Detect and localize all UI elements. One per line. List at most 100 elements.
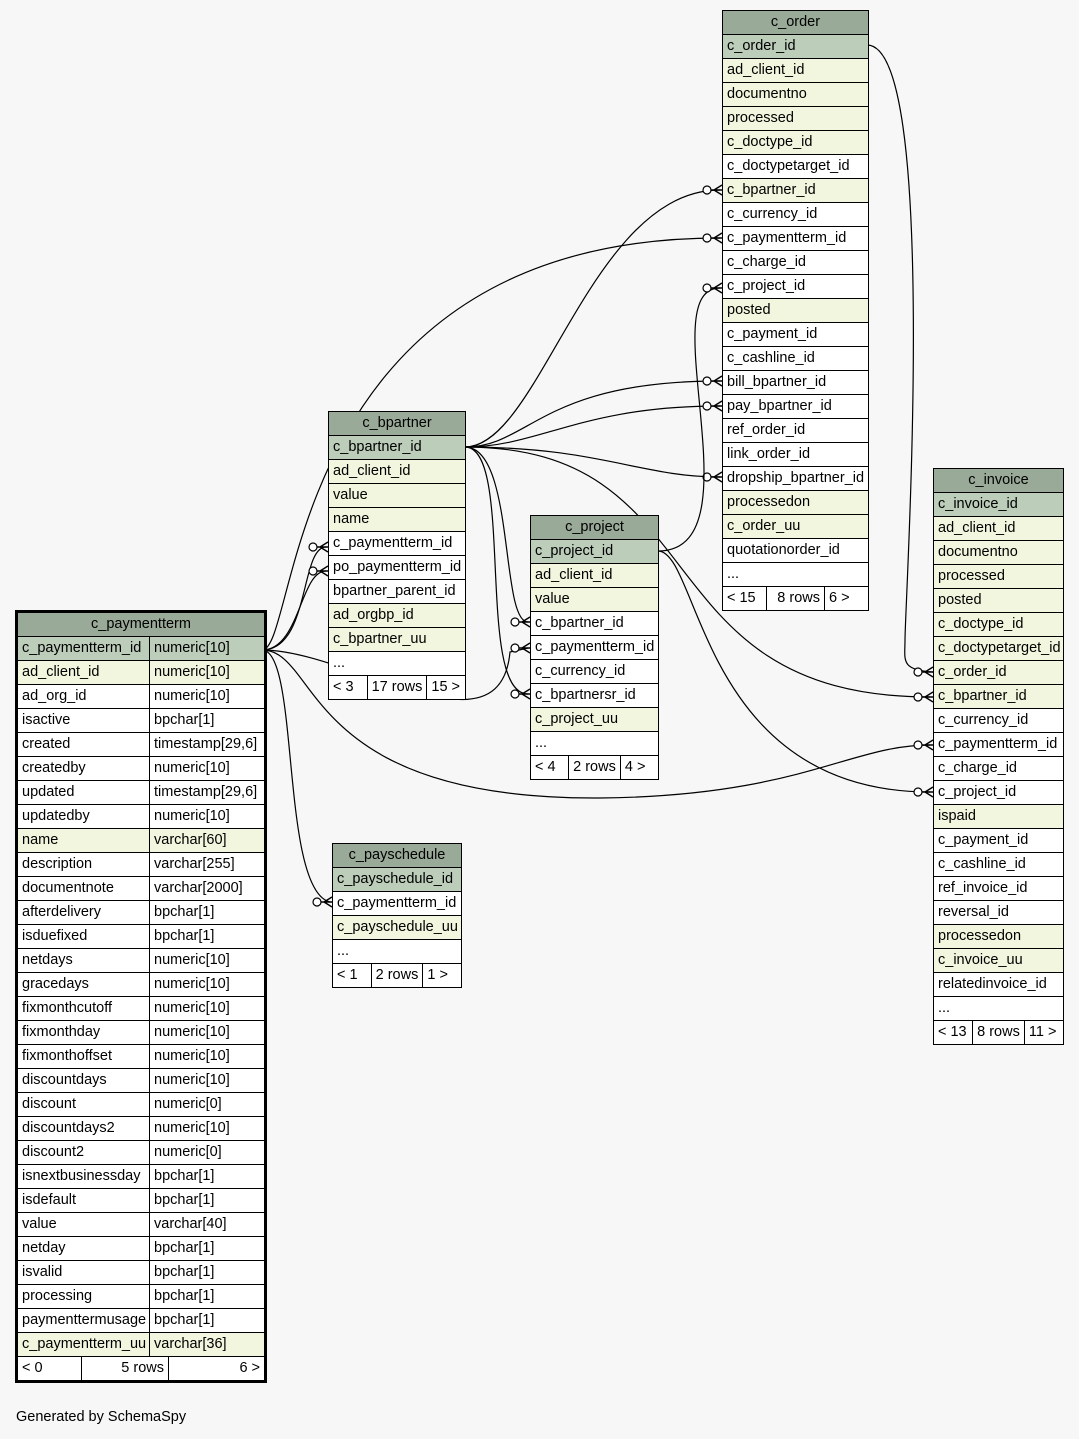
- row-count[interactable]: 2 rows: [370, 964, 423, 987]
- table-row-c-paymentterm-id[interactable]: c_paymentterm_id: [934, 733, 1063, 757]
- table-row-ad-client-id[interactable]: ad_client_id: [531, 564, 658, 588]
- parents-count[interactable]: < 1: [337, 967, 358, 983]
- parents-count[interactable]: < 15: [727, 590, 756, 606]
- table-row-more[interactable]: ...: [723, 563, 868, 587]
- table-row-c-paymentterm-id[interactable]: c_paymentterm_id: [531, 636, 658, 660]
- table-row-c-project-uu[interactable]: c_project_uu: [531, 708, 658, 732]
- table-row-c-project-id[interactable]: c_project_id: [934, 781, 1063, 805]
- table-row-more[interactable]: ...: [329, 652, 465, 676]
- row-count[interactable]: 2 rows: [568, 756, 620, 779]
- table-row-c-bpartnersr-id[interactable]: c_bpartnersr_id: [531, 684, 658, 708]
- parents-count[interactable]: < 3: [333, 679, 354, 695]
- table-row-c-bpartner-uu[interactable]: c_bpartner_uu: [329, 628, 465, 652]
- table-row-quotationorder-id[interactable]: quotationorder_id: [723, 539, 868, 563]
- table-row-c-paymentterm-id[interactable]: c_paymentterm_id: [333, 892, 461, 916]
- table-row-c-currency-id[interactable]: c_currency_id: [723, 203, 868, 227]
- table-row-c-bpartner-id[interactable]: c_bpartner_id: [934, 685, 1063, 709]
- table-row-c-project-id[interactable]: c_project_id: [531, 540, 658, 564]
- table-row-posted[interactable]: posted: [723, 299, 868, 323]
- children-count[interactable]: 4 >: [619, 756, 658, 779]
- table-row-c-order-id[interactable]: c_order_id: [723, 35, 868, 59]
- table-row-link-order-id[interactable]: link_order_id: [723, 443, 868, 467]
- table-row-processed[interactable]: processed: [723, 107, 868, 131]
- row-count[interactable]: 5 rows: [81, 1357, 168, 1380]
- table-row-c-doctype-id[interactable]: c_doctype_id: [934, 613, 1063, 637]
- table-row-c-payment-id[interactable]: c_payment_id: [934, 829, 1063, 853]
- table-row-c-cashline-id[interactable]: c_cashline_id: [723, 347, 868, 371]
- table-row-value[interactable]: value: [531, 588, 658, 612]
- table-row-documentno[interactable]: documentno: [934, 541, 1063, 565]
- table-row-c-bpartner-id[interactable]: c_bpartner_id: [329, 436, 465, 460]
- table-row-c-doctypetarget-id[interactable]: c_doctypetarget_id: [723, 155, 868, 179]
- table-row-c-bpartner-id[interactable]: c_bpartner_id: [723, 179, 868, 203]
- row-count[interactable]: 8 rows: [972, 1021, 1024, 1044]
- table-row-c-charge-id[interactable]: c_charge_id: [934, 757, 1063, 781]
- table-row-name[interactable]: name: [329, 508, 465, 532]
- row-count[interactable]: 8 rows: [766, 587, 824, 610]
- table-row-ad-client-id[interactable]: ad_client_id: [329, 460, 465, 484]
- parents-count[interactable]: < 0: [22, 1360, 43, 1376]
- table-row-c-order-uu[interactable]: c_order_uu: [723, 515, 868, 539]
- table-row-c-doctypetarget-id[interactable]: c_doctypetarget_id: [934, 637, 1063, 661]
- table-row-dropship-bpartner-id[interactable]: dropship_bpartner_id: [723, 467, 868, 491]
- table-row-pay-bpartner-id[interactable]: pay_bpartner_id: [723, 395, 868, 419]
- table-row-ispaid[interactable]: ispaid: [934, 805, 1063, 829]
- table-row-po-paymentterm-id[interactable]: po_paymentterm_id: [329, 556, 465, 580]
- table-row-ref-order-id[interactable]: ref_order_id: [723, 419, 868, 443]
- table-row-c-payschedule-uu[interactable]: c_payschedule_uu: [333, 916, 461, 940]
- table-row-ad-client-id[interactable]: ad_client_id: [723, 59, 868, 83]
- row-count[interactable]: 17 rows: [366, 676, 427, 699]
- table-row-relatedinvoice-id[interactable]: relatedinvoice_id: [934, 973, 1063, 997]
- table-row-c-payschedule-id[interactable]: c_payschedule_id: [333, 868, 461, 892]
- table-row-processed[interactable]: processed: [934, 565, 1063, 589]
- table-row-c-cashline-id[interactable]: c_cashline_id: [934, 853, 1063, 877]
- table-row-c-payment-id[interactable]: c_payment_id: [723, 323, 868, 347]
- table-row-bpartner-parent-id[interactable]: bpartner_parent_id: [329, 580, 465, 604]
- table-row-c-charge-id[interactable]: c_charge_id: [723, 251, 868, 275]
- table-row-c-doctype-id[interactable]: c_doctype_id: [723, 131, 868, 155]
- children-count[interactable]: 6 >: [168, 1357, 264, 1380]
- table-row-value[interactable]: value: [329, 484, 465, 508]
- table-row-processedon[interactable]: processedon: [934, 925, 1063, 949]
- children-count[interactable]: 1 >: [422, 964, 461, 987]
- table-row-posted[interactable]: posted: [934, 589, 1063, 613]
- table-row-c-order-id[interactable]: c_order_id: [934, 661, 1063, 685]
- parents-count[interactable]: < 4: [535, 759, 556, 775]
- children-count[interactable]: 11 >: [1023, 1021, 1063, 1044]
- table-row-ref-invoice-id[interactable]: ref_invoice_id: [934, 877, 1063, 901]
- table-row-ad-orgbp-id[interactable]: ad_orgbp_id: [329, 604, 465, 628]
- table-row-c-currency-id[interactable]: c_currency_id: [531, 660, 658, 684]
- table-row-documentno[interactable]: documentno: [723, 83, 868, 107]
